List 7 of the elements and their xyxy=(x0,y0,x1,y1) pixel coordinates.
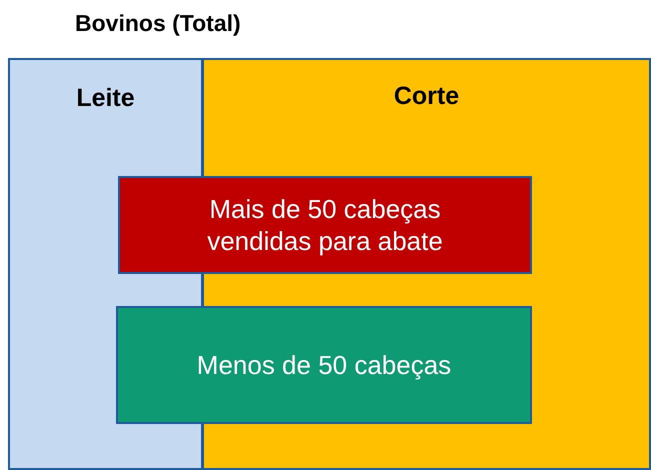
box-label: Mais de 50 cabeças vendidas para abate xyxy=(206,192,444,258)
group-box xyxy=(118,176,532,274)
diagram-heading: Bovinos (Total) xyxy=(75,10,241,37)
region-label: Corte xyxy=(392,82,460,111)
box-label: Menos de 50 cabeças xyxy=(196,348,452,382)
region-label: Leite xyxy=(75,84,136,113)
group-box xyxy=(116,306,532,424)
